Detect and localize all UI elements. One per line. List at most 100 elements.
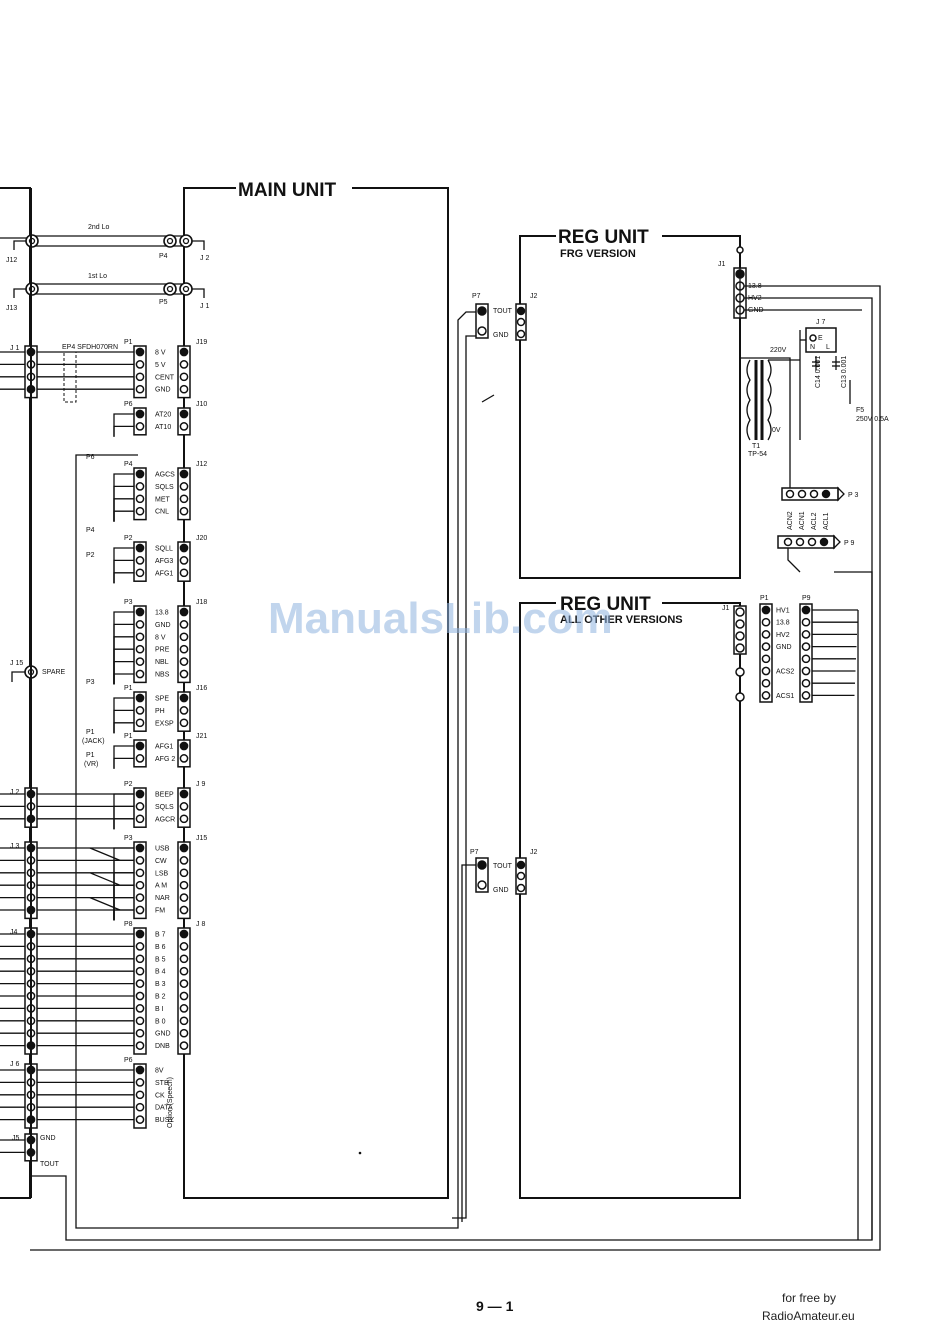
connector-9-j-pin [179,905,189,915]
connector-4-p-pin [135,543,145,553]
reg-all-p1-pin-label: 13.8 [776,620,790,627]
connector-8-j-pin [179,814,189,824]
reg-frg-transformer [739,260,851,492]
connector-3-p-pin [135,506,145,516]
connector-5-pin-label: PRE [155,647,170,654]
connector-4-j-label: J20 [196,535,207,542]
connector-10-pin-label: GND [155,1031,171,1038]
reg-frg-fuse: F5 [856,407,864,414]
connector-1-pin-label: CENT [155,374,175,381]
connector-3-pin-label: SQLS [155,484,174,491]
connector-6-p-pin [135,718,145,728]
connector-6-pin-label: PH [155,708,165,715]
reg-unit-frg-outline [519,235,741,579]
connector-2-pin-label: AT20 [155,412,171,419]
connector-5-j-pin [179,620,189,629]
reg-all-p1-pin [761,605,771,615]
connector-11-p-pin [135,1065,145,1075]
connector-9-j-pin [179,856,189,865]
reg-all-p9-pin [801,617,811,627]
reg-frg-fuse-value: 250V 0.5A [856,416,889,423]
reg-all-p9-pin [801,605,811,615]
connector-8-j-label: J 9 [196,781,205,788]
reg-frg-p3 [781,486,845,502]
connector-10-pin-label: B 5 [155,956,166,963]
connector-10-pin-label: B 3 [155,981,166,988]
connector-8-pin-label: SQLS [155,804,174,811]
connector-4-j-pin [179,543,189,553]
connector-8-pin-label: AGCR [155,816,175,823]
connector-10-p-pin [135,942,145,951]
left-bus-pins [0,188,38,1198]
reg-frg-220v: 220V [770,347,787,354]
connector-10-p-pin [135,966,145,976]
reg-all-p1-pin-label: ACS2 [776,669,794,676]
connector-3-p-pin [135,494,145,504]
connector-10-pin-label: B 0 [155,1018,166,1025]
reg-all-tout-jack [461,857,527,1222]
reg-all-j1-p1 [733,603,859,1240]
connector-1-j-pin [179,372,189,382]
connector-11-p-label: P6 [124,1057,133,1064]
reg-frg-gnd-label: GND [493,332,509,339]
connector-3-pin-label: AGCS [155,472,175,479]
connector-6-j-pin [179,693,189,703]
connector-5-j-pin [179,669,189,679]
connector-10-pin-label: B I [155,1006,164,1013]
connector-4-pin-label: SQLL [155,546,173,553]
connector-5-p-pin [135,632,145,642]
connector-3-j-pin [179,494,189,504]
connector-3-pin-label: MET [155,496,171,503]
connector-10-j-pin [179,979,189,988]
stray-marks [358,394,495,1155]
coax-j12-label: J12 [6,257,17,264]
manualslib-watermark: ManualsLib.com [268,594,613,643]
ep4-label: EP4 SFDH070RN [62,344,118,351]
left-j2-label: J 2 [10,789,19,796]
reg-all-p1-pin [761,642,771,651]
connector-2-pin-label: AT10 [155,424,171,431]
left-j6-label: J 6 [10,1061,19,1068]
reg-frg-j7-label: J 7 [816,319,825,326]
connector-8-pin-label: BEEP [155,792,174,799]
connector-9-p-pin [135,905,145,915]
connector-3-j-pin [179,482,189,491]
reg-frg-t1-type: TP-54 [748,451,767,458]
harness-p1-jack-label: P1 [86,729,95,736]
connector-5-p-pin [135,644,145,654]
connector-7-pin-label: AFG 2 [155,756,175,763]
connector-5-pin-label: 8 V [155,634,166,641]
reg-frg-p7-label: P7 [472,293,481,300]
reg-frg-c14: C14 0.001 [815,356,822,388]
credit-line-1: for free by [782,1291,836,1305]
connector-4-pin-label: AFG3 [155,558,173,565]
connector-8-j-pin [179,802,189,811]
connector-5-pin-label: NBL [155,659,169,666]
reg-frg-t1: T1 [752,443,760,450]
reg-frg-j7 [799,327,840,380]
connector-7-p-pin [135,741,145,751]
connector-1-pin-label: 5 V [155,362,166,369]
reg-frg-p9-label: P 9 [844,540,854,547]
connector-9-j-label: J15 [196,835,207,842]
connector-10-p-pin [135,954,145,964]
connector-1-j-pin [179,347,189,357]
coax-1st-lo-label: 1st Lo [88,273,107,280]
reg-all-p1-pin [761,691,771,700]
coax-p5-label: P5 [159,299,168,306]
reg-all-j1-label: J1 [722,605,730,612]
reg-frg-l-label: L [826,344,830,351]
reg-all-p9-pin [801,691,811,700]
reg-frg-j1-label: J1 [718,261,726,268]
connector-11-p-pin [135,1078,145,1087]
connector-2-j-pin [179,409,189,419]
connector-2-p-pin [135,422,145,431]
ac-pin-label: ACN1 [799,511,806,530]
connector-10-p-pin [135,1041,145,1050]
connector-1-p-pin [135,384,145,394]
